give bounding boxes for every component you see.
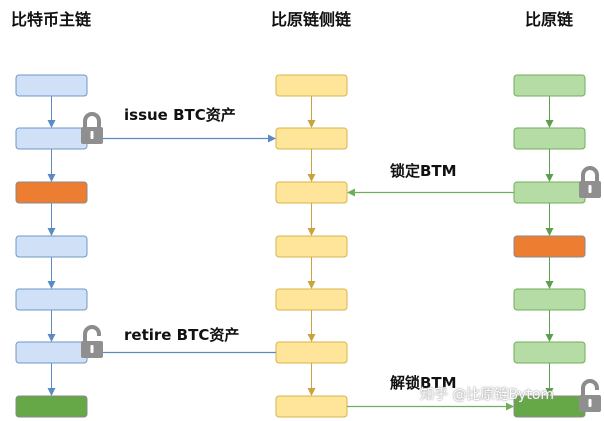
bytom-block-2 bbox=[513, 127, 586, 150]
column-title-bytom: 比原链 bbox=[524, 10, 574, 29]
bytom-block-5 bbox=[513, 288, 586, 311]
unlock-icon bbox=[81, 325, 103, 358]
btc-block-2 bbox=[15, 127, 88, 150]
side-block-6 bbox=[275, 341, 348, 364]
flow-label-lock: 锁定BTM bbox=[390, 162, 457, 180]
btc-block-6 bbox=[15, 341, 88, 364]
flow-label-retire: retire BTC资产 bbox=[124, 326, 240, 344]
bytom-block-3 bbox=[513, 181, 586, 204]
column-title-sidechain: 比原链侧链 bbox=[270, 10, 352, 29]
side-block-1 bbox=[275, 74, 348, 97]
watermark: 知乎 @比原链Bytom bbox=[420, 387, 555, 403]
btc-block-7 bbox=[15, 395, 88, 418]
bytom-block-1 bbox=[513, 74, 586, 97]
side-block-5 bbox=[275, 288, 348, 311]
side-block-2 bbox=[275, 127, 348, 150]
bytom-block-6 bbox=[513, 341, 586, 364]
btc-block-3 bbox=[15, 181, 88, 204]
btc-block-4 bbox=[15, 235, 88, 258]
flow-label-unlock: 解锁BTM bbox=[390, 374, 457, 392]
lock-icon bbox=[81, 112, 103, 144]
bytom-block-4 bbox=[513, 235, 586, 258]
unlock-icon bbox=[579, 379, 601, 412]
column-title-btc: 比特币主链 bbox=[10, 10, 92, 29]
side-block-7 bbox=[275, 395, 348, 418]
lock-icon bbox=[579, 166, 601, 198]
flow-label-issue: issue BTC资产 bbox=[124, 106, 236, 124]
side-block-3 bbox=[275, 181, 348, 204]
btc-block-5 bbox=[15, 288, 88, 311]
btc-block-1 bbox=[15, 74, 88, 97]
side-block-4 bbox=[275, 235, 348, 258]
